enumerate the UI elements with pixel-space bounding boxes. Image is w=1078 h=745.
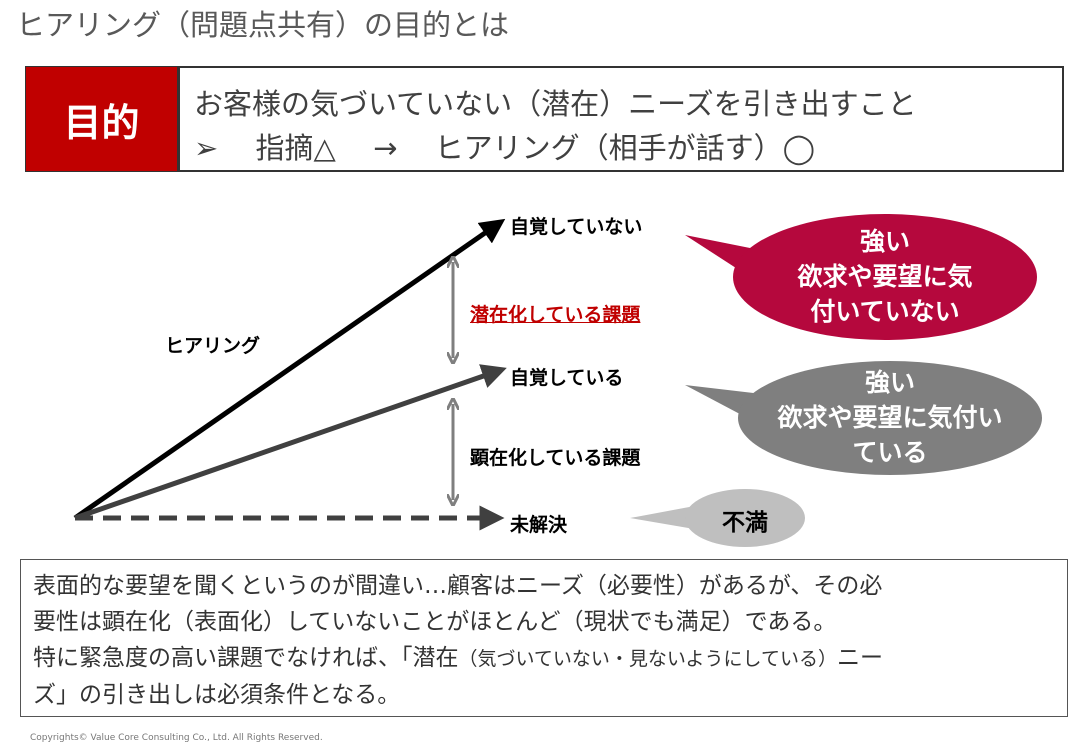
note-box: 表面的な要望を聞くというのが間違い…顧客はニーズ（必要性）があるが、その必 要性… <box>20 559 1068 717</box>
bubble-line: 欲求や要望に気付い <box>777 403 1003 432</box>
level-aware: 自覚している <box>510 367 624 389</box>
manifest-issue-label: 顕在化している課題 <box>470 447 641 469</box>
purpose-line-1: お客様の気づいていない（潜在）ニーズを引き出すこと <box>194 87 917 121</box>
note-line: ズ」の引き出しは必須条件となる。 <box>33 682 401 708</box>
hearing-ok-label: ヒアリング（相手が話す）◯ <box>434 131 816 165</box>
arrow-unaware <box>73 218 506 521</box>
bubble-line: 強い <box>859 227 910 256</box>
note-text-small: （気づいていない・見ないようにしている） <box>458 648 837 670</box>
page-title: ヒアリング（問題点共有）の目的とは <box>16 8 510 42</box>
note-text: 特に緊急度の高い課題でなければ、「潜在 <box>33 645 459 671</box>
bubble-gray-shape <box>685 361 1042 475</box>
bubble-strong-unaware: 強い 欲求や要望に気 付いていない <box>735 224 1035 329</box>
level-unresolved: 未解決 <box>510 514 568 536</box>
bubble-strong-aware: 強い 欲求や要望に気付い ている <box>740 365 1040 470</box>
bullet-icon: ➢ <box>194 131 219 165</box>
arrow-aware <box>74 364 507 521</box>
note-line: 表面的な要望を聞くというのが間違い…顧客はニーズ（必要性）があるが、その必 <box>33 573 883 599</box>
purpose-box: お客様の気づいていない（潜在）ニーズを引き出すこと ➢ 指摘△ → ヒアリング（… <box>178 66 1064 172</box>
purpose-line-2: ➢ 指摘△ → ヒアリング（相手が話す）◯ <box>194 126 1062 170</box>
note-line: 特に緊急度の高い課題でなければ、「潜在（気づいていない・見ないようにしている）ニ… <box>33 640 1055 677</box>
note-text: ニー <box>836 645 883 671</box>
bubble-red-shape <box>685 214 1037 340</box>
bubble-light-shape <box>630 489 805 547</box>
latent-issue-label: 潜在化している課題 <box>470 304 641 326</box>
point-out-label: 指摘△ <box>255 131 336 165</box>
hearing-label: ヒアリング <box>165 335 261 357</box>
bubble-line: ている <box>852 438 928 467</box>
arrow-icon: → <box>373 131 398 165</box>
bubble-line: 付いていない <box>810 297 960 326</box>
bubble-line: 強い <box>864 368 915 397</box>
purpose-tag: 目的 <box>25 66 178 172</box>
bubble-dissatisfaction: 不満 <box>722 510 768 536</box>
level-unaware: 自覚していない <box>510 216 643 238</box>
note-line: 要性は顕在化（表面化）していないことがほとんど（現状でも満足）である。 <box>33 609 837 635</box>
copyright-footer: Copyrights© Value Core Consulting Co., L… <box>30 733 323 743</box>
bubble-line: 欲求や要望に気 <box>797 262 973 291</box>
